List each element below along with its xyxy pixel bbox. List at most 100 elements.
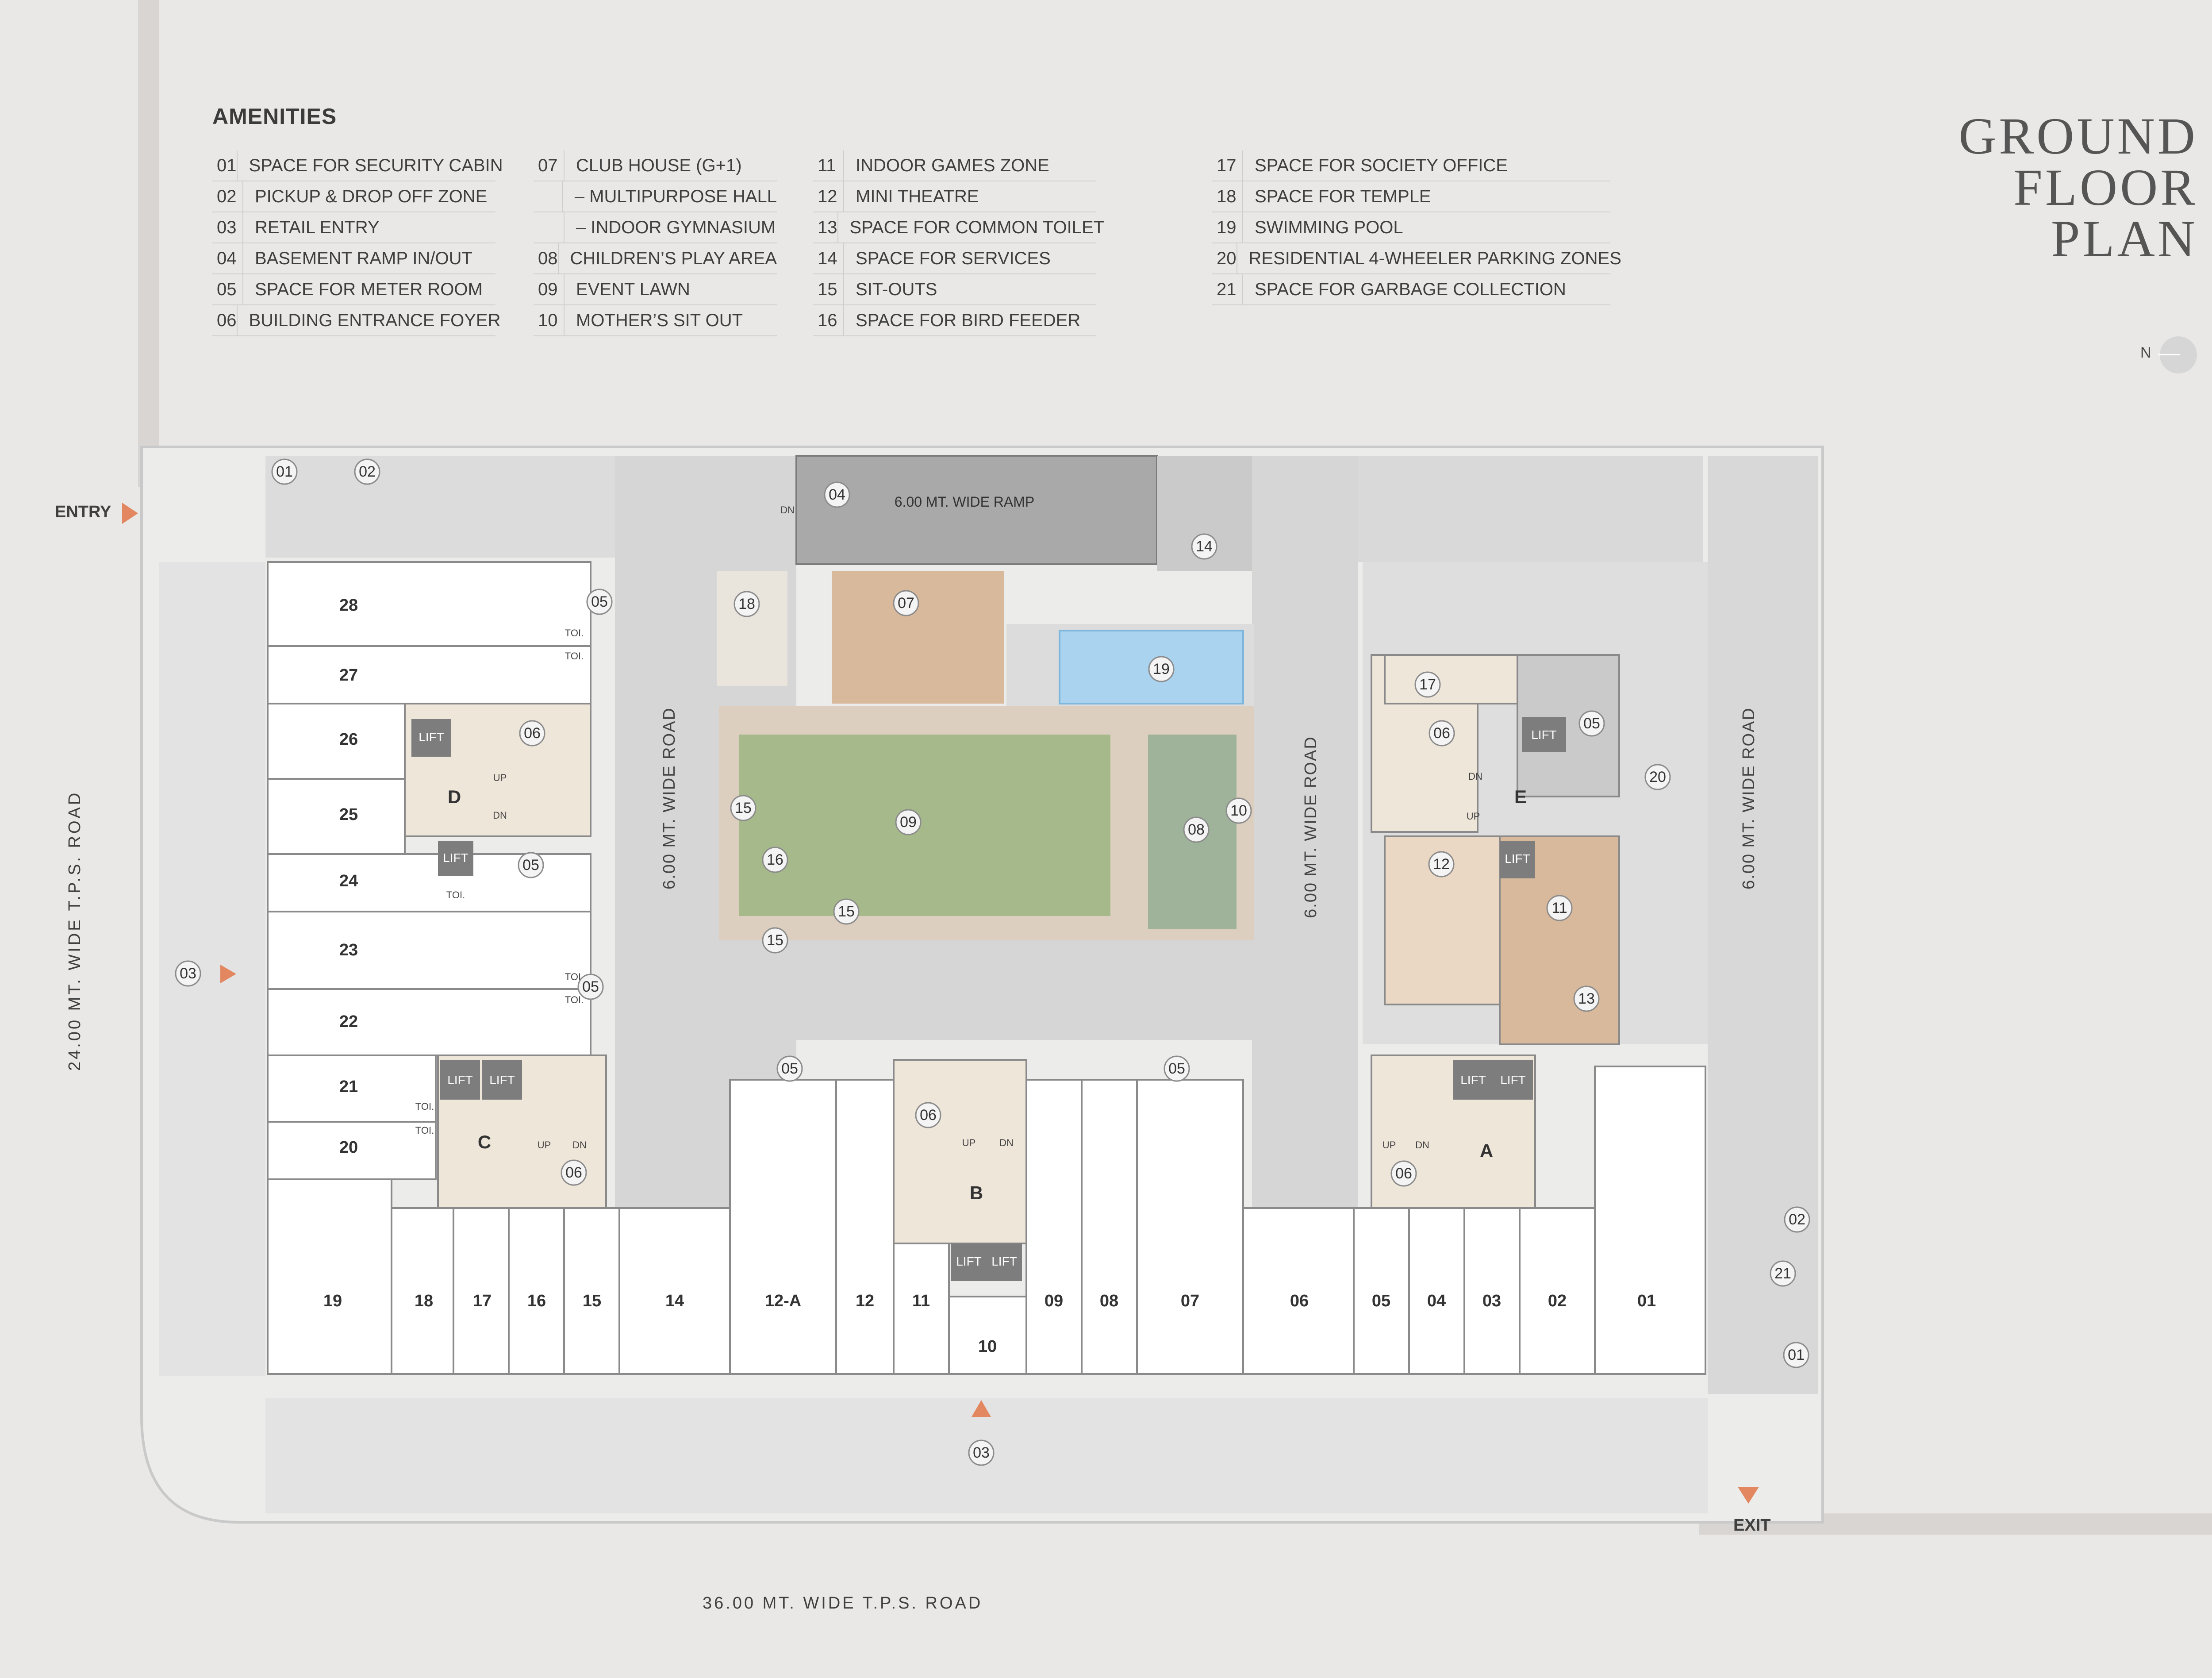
lift-label: LIFT [447,1073,473,1087]
toilet-label: TOI. [565,650,584,662]
block-label-a: A [1480,1140,1493,1161]
marker-label: 08 [1188,821,1205,838]
marker-label: 14 [1196,538,1213,555]
marker-label: 17 [1419,676,1436,693]
shop-label: 25 [339,805,358,824]
marker-circle [519,720,545,747]
stair-dn: DN [1415,1139,1429,1151]
top-parking-strip [265,456,619,558]
marker-label: 05 [522,857,539,874]
left-road-label: 24.00 MT. WIDE T.P.S. ROAD [65,790,84,1071]
block-labels: A B C D E [448,786,1527,1203]
marker-circle [730,795,757,821]
shop-label: 10 [978,1337,997,1356]
marker-label: 15 [838,903,855,920]
stair-up: UP [538,1139,551,1151]
marker-label: 19 [1153,661,1170,677]
marker-circle [586,589,613,615]
marker-circle [1644,764,1671,790]
core-labels: LIFT LIFT LIFT LIFT LIFT LIFT LIFT LIFT … [411,717,1566,1281]
marker-circle [762,847,788,873]
marker-circle [833,898,860,925]
marker-label: 02 [1789,1211,1805,1228]
marker-label: 01 [276,463,293,480]
marker-label: 07 [898,595,914,612]
lift-label: LIFT [1460,1073,1486,1087]
shop-label: 06 [1290,1292,1309,1310]
marker-circle [1414,671,1441,698]
stair-up: UP [493,772,507,783]
marker-label: 03 [973,1444,990,1461]
marker-label: 05 [1583,715,1600,732]
marker-label: 04 [829,486,845,503]
marker-label: 06 [524,725,541,742]
shop-label: 24 [339,872,358,890]
marker-circle [1770,1260,1796,1287]
marker-circle [1428,851,1455,877]
retail-entry-arrow-icon [972,1400,991,1417]
marker-circle [1578,710,1605,737]
entry-label: ENTRY [55,503,111,521]
stair-labels: UP DN UP DN UP DN DN UP UP DN DN [493,504,1482,1151]
stair-up: UP [1382,1139,1396,1151]
shop-label: 08 [1100,1292,1118,1310]
shop-label: 18 [415,1292,433,1310]
left-shops [267,561,591,1180]
shop-label: 15 [583,1292,601,1310]
marker-label: 06 [920,1107,937,1124]
toilet-label: TOI. [565,627,584,639]
toilet-label: TOI. [415,1101,434,1112]
internal-road-label-far-east: 6.00 MT. WIDE ROAD [1740,707,1758,889]
toilet-label: TOI. [415,1125,434,1136]
marker-label: 05 [582,978,599,995]
shop-label: 17 [473,1292,492,1310]
marker-circle [1390,1160,1417,1187]
left-road-strip [138,0,159,487]
marker-circle [776,1055,803,1082]
lift-label: LIFT [1531,728,1557,742]
society-office [1384,654,1518,704]
amenity-item: – MULTIPURPOSE HALL [534,181,777,212]
bottom-road-label: 36.00 MT. WIDE T.P.S. ROAD [703,1594,983,1613]
block-label-e: E [1514,786,1527,807]
retail-entry-arrow-icon [220,965,236,983]
event-lawn [739,735,1110,916]
block-label-c: C [478,1131,491,1152]
lift-label: LIFT [443,851,469,865]
temple-area [717,571,787,686]
marker-label: 21 [1774,1265,1791,1282]
stair-dn: DN [1468,771,1482,782]
marker-label: 05 [591,593,608,610]
lift-label: LIFT [419,730,444,744]
lift-label: LIFT [1505,852,1530,866]
internal-road-label-west: 6.00 MT. WIDE ROAD [660,707,679,889]
marker-circle [518,852,544,878]
marker-circle [271,458,298,485]
stair-up: UP [1467,811,1480,822]
marker-circle [577,974,604,1000]
shop-label: 26 [339,730,358,749]
shop-label: 02 [1548,1292,1567,1310]
internal-road-labels: 6.00 MT. WIDE ROAD 6.00 MT. WIDE ROAD 6.… [660,707,1758,918]
marker-circle [1784,1206,1810,1233]
plan-title: GROUND FLOOR PLAN [1959,107,2198,268]
shop-label: 21 [339,1078,358,1096]
marker-label: 20 [1649,769,1666,785]
shop-label: 09 [1045,1292,1063,1310]
marker-circle [915,1102,941,1128]
